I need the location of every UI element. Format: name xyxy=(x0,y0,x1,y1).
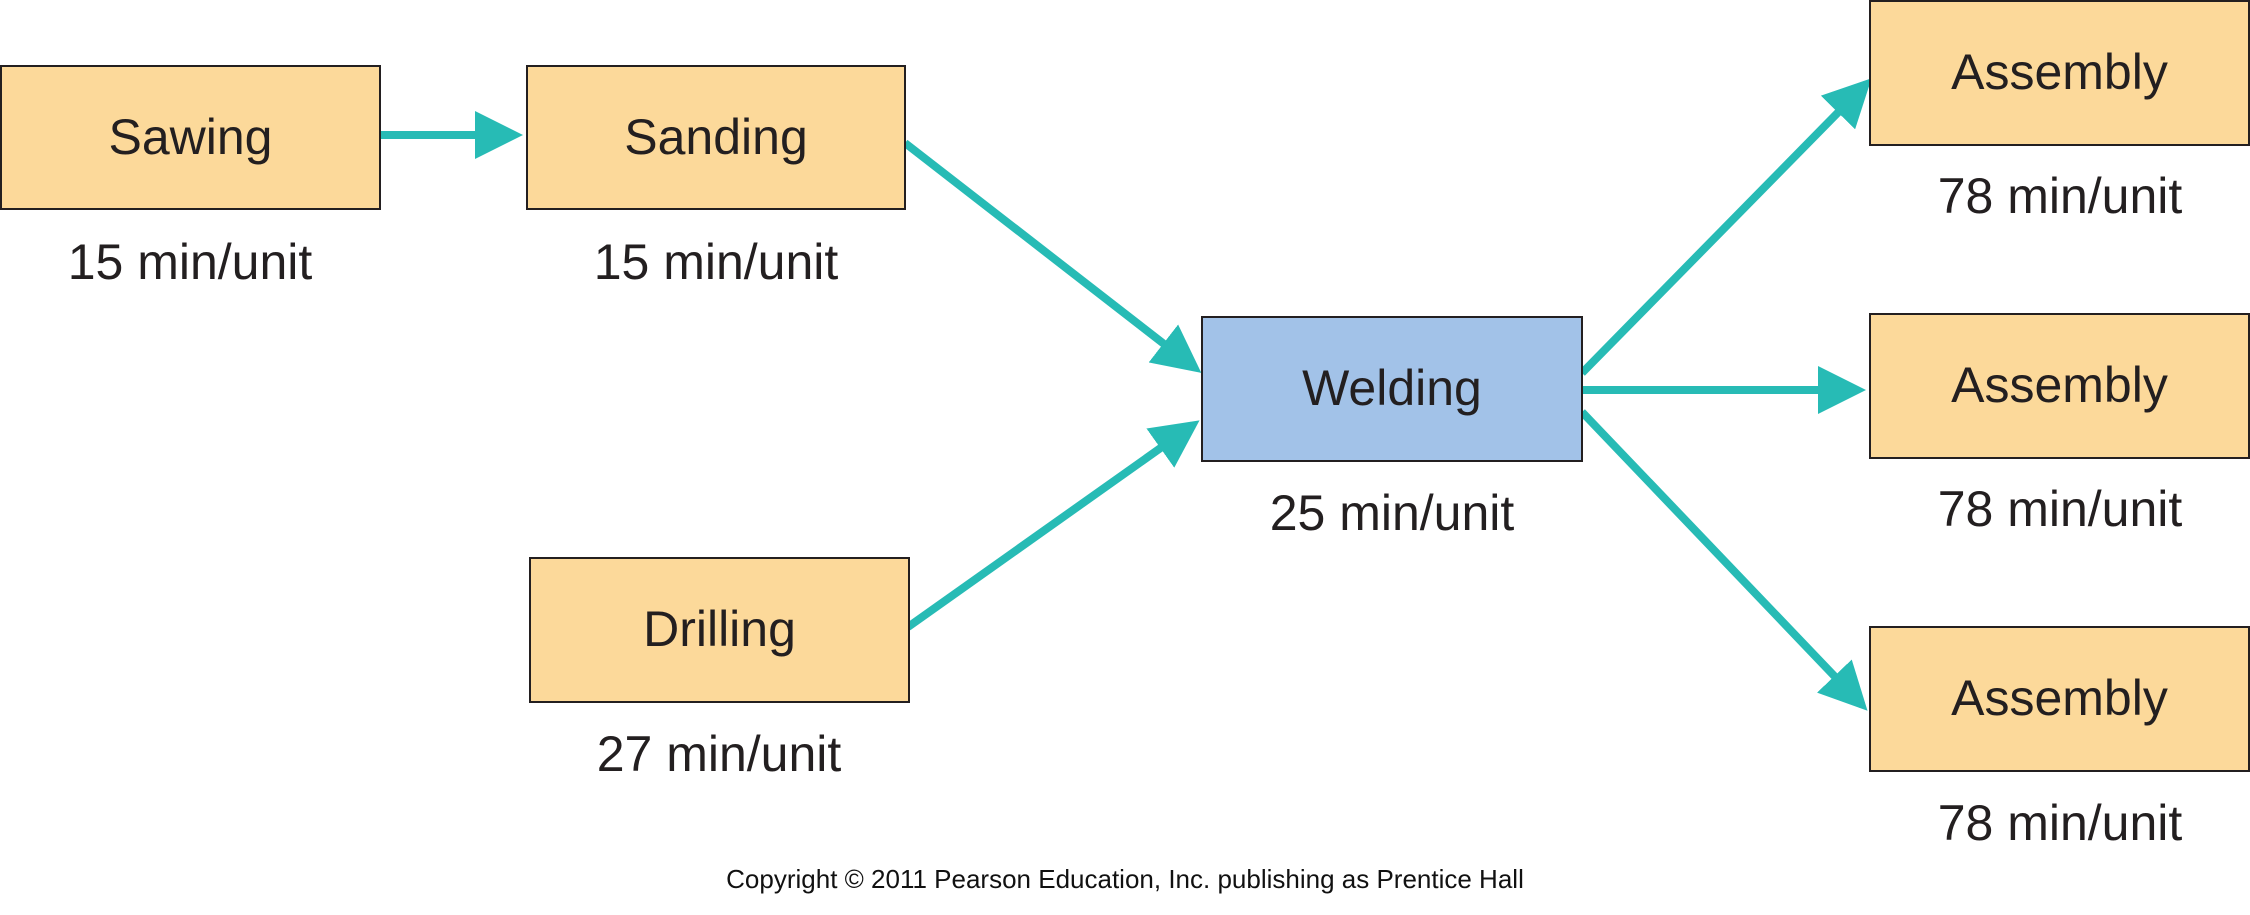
assembly-cycle-time-top: 78 min/unit xyxy=(1937,168,2183,224)
assembly-station-label-top: Assembly xyxy=(1951,44,2168,100)
welding-station-box: Welding xyxy=(1201,316,1583,462)
sanding-station-label: Sanding xyxy=(624,108,808,165)
arrow-sanding-to-welding xyxy=(902,139,1202,373)
welding-cycle-time: 25 min/unit xyxy=(1269,485,1515,541)
assembly-station-label-bottom: Assembly xyxy=(1951,670,2168,726)
sanding-cycle-time: 15 min/unit xyxy=(593,234,839,290)
sawing-cycle-time: 15 min/unit xyxy=(67,234,313,290)
arrow-welding-to-assembly-bottom xyxy=(1579,409,1868,711)
welding-station-label: Welding xyxy=(1302,360,1482,416)
arrow-drilling-to-welding xyxy=(905,420,1200,631)
drilling-station-box: Drilling xyxy=(529,557,910,703)
assembly-cycle-time-middle: 78 min/unit xyxy=(1937,481,2183,537)
sanding-station-box: Sanding xyxy=(526,65,906,210)
drilling-cycle-time: 27 min/unit xyxy=(596,726,842,782)
assembly-station-box-middle: Assembly xyxy=(1869,313,2250,459)
assembly-station-box-top: Assembly xyxy=(1869,0,2250,146)
sawing-station-label: Sawing xyxy=(108,108,273,165)
assembly-cycle-time-bottom: 78 min/unit xyxy=(1937,795,2183,851)
sawing-station-box: Sawing xyxy=(0,65,381,210)
copyright-notice: Copyright © 2011 Pearson Education, Inc.… xyxy=(726,864,1524,894)
drilling-station-label: Drilling xyxy=(643,601,796,657)
arrow-welding-to-assembly-top xyxy=(1579,78,1872,376)
assembly-station-label-middle: Assembly xyxy=(1951,357,2168,413)
assembly-station-box-bottom: Assembly xyxy=(1869,626,2250,772)
